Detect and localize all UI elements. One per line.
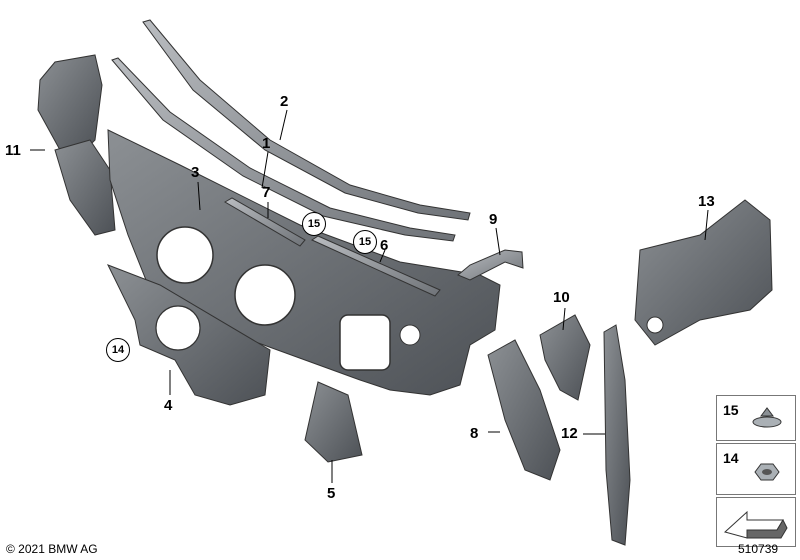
part-10-support <box>539 314 591 401</box>
direction-arrow-icon <box>723 510 788 539</box>
callout-14: 14 <box>106 338 130 362</box>
part-12-strip <box>603 324 631 546</box>
callout-9: 9 <box>489 211 498 228</box>
legend-number-15: 15 <box>723 402 739 418</box>
callout-12: 12 <box>561 425 578 442</box>
callout-13: 13 <box>698 193 715 210</box>
callout-10: 10 <box>553 289 570 306</box>
legend-item-14: 14 <box>716 443 796 495</box>
part-8-support <box>487 339 561 481</box>
legend-number-14: 14 <box>723 450 739 466</box>
callout-8: 8 <box>470 425 479 442</box>
part-13-insulation-panel <box>634 199 773 346</box>
callout-2: 2 <box>280 93 289 110</box>
callout-4: 4 <box>164 397 173 414</box>
copyright-text: © 2021 BMW AG <box>6 542 98 556</box>
part-4-lower-panel <box>106 264 271 406</box>
leader-lines <box>30 109 709 483</box>
callout-3: 3 <box>191 164 200 181</box>
clip-icon <box>752 407 782 428</box>
legend-item-15: 15 <box>716 395 796 441</box>
callout-15-lower: 15 <box>353 230 377 254</box>
callout-1: 1 <box>262 135 271 152</box>
part-5-bracket <box>304 381 363 463</box>
diagram-number: 510739 <box>738 542 779 556</box>
callout-11: 11 <box>5 142 21 159</box>
callout-5: 5 <box>327 485 336 502</box>
part-9-bracket <box>457 249 524 281</box>
part-11-side-bracket <box>37 54 116 236</box>
callout-15-upper: 15 <box>302 212 326 236</box>
callout-6: 6 <box>380 237 389 254</box>
part-3-bulkhead <box>107 129 501 396</box>
legend-arrow-box <box>716 497 796 547</box>
part-2-seal-strip <box>142 19 471 221</box>
nut-icon <box>754 463 780 481</box>
part-7-trim-strip <box>224 197 306 247</box>
callout-7: 7 <box>262 184 271 201</box>
part-6-trim-strip <box>310 235 441 297</box>
part-1-seal-strip <box>111 57 456 242</box>
